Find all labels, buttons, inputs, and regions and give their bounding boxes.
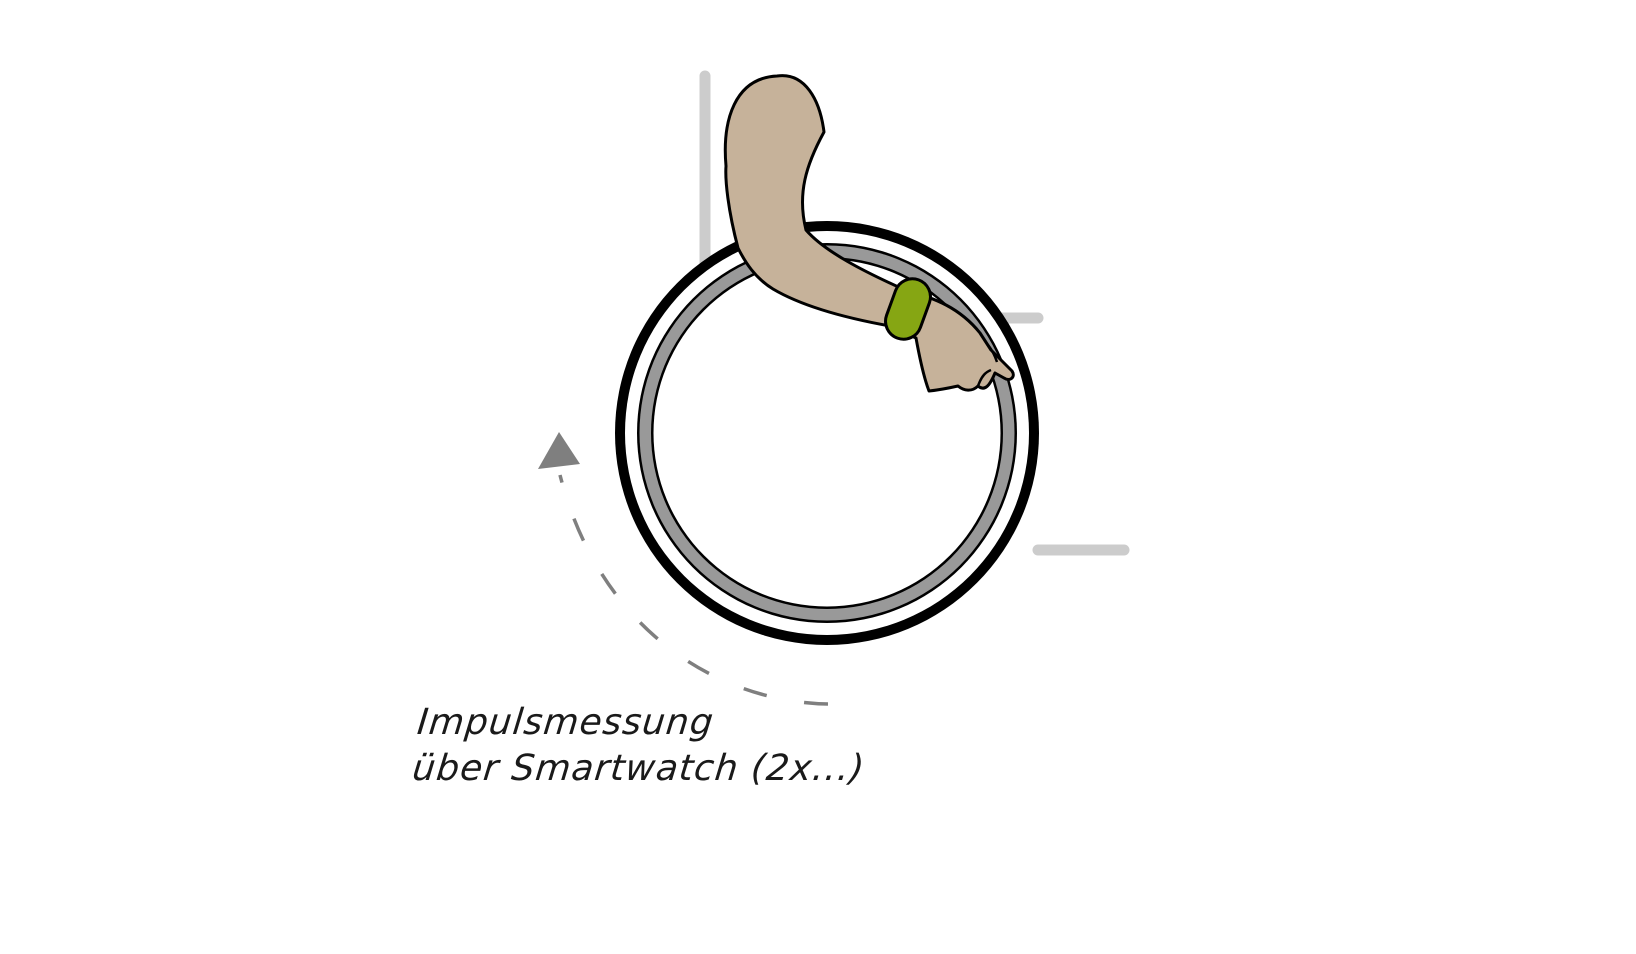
rotation-direction-arrow-icon (538, 432, 829, 706)
rotation-arc (558, 474, 829, 706)
caption-line-2: über Smartwatch (2x...) (410, 748, 868, 789)
arm-shape (723, 74, 1015, 393)
finger-line (976, 368, 992, 387)
finger-line (987, 344, 999, 363)
wheel-center (653, 259, 1001, 607)
smartwatch-body (884, 277, 932, 341)
arm-icon (723, 74, 1015, 393)
caption-line-1: Impulsmessung (415, 702, 716, 743)
caption: Impulsmessung über Smartwatch (2x...) (410, 700, 1040, 792)
smartwatch-icon (884, 277, 932, 341)
rotation-arrowhead (538, 432, 580, 469)
